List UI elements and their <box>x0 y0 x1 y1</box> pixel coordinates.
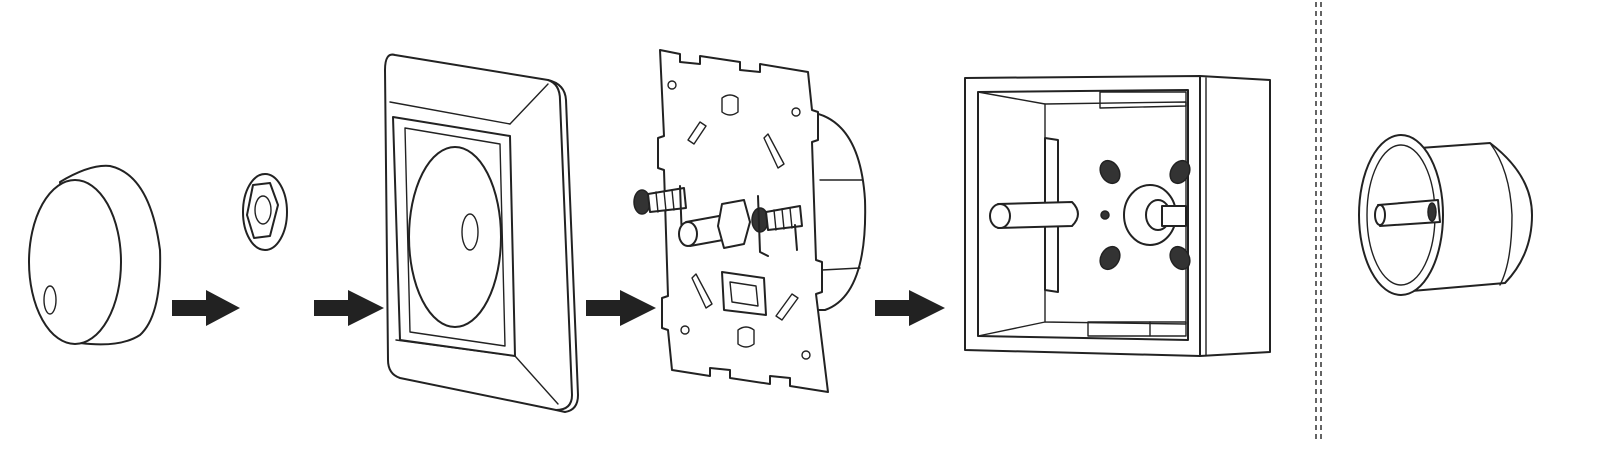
left-screw <box>633 187 687 215</box>
right-screw <box>751 205 803 233</box>
dashed-separator <box>1315 2 1322 440</box>
arrow-icon <box>314 290 384 326</box>
dimmer-mechanism <box>633 49 867 393</box>
surface-mount-box <box>964 75 1271 357</box>
hex-nut <box>242 173 288 251</box>
arrow-icon <box>875 290 945 326</box>
cover-frame <box>384 53 579 413</box>
arrow-icon <box>586 290 656 326</box>
flush-mount-box <box>1358 134 1533 296</box>
knob-indicator-dot <box>43 285 57 315</box>
shaft-hole <box>461 213 479 251</box>
rotary-knob <box>28 164 162 346</box>
arrow-icon <box>172 290 240 326</box>
